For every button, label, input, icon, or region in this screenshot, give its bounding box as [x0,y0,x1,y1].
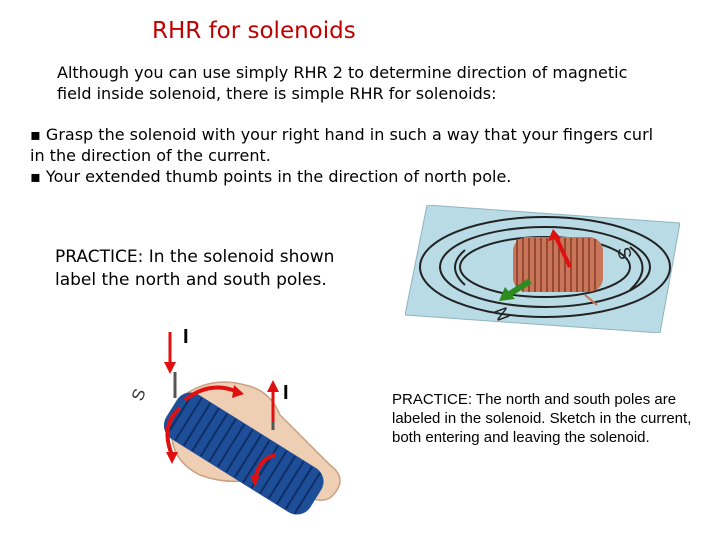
bullet-grasp: ▪ Grasp the solenoid with your right han… [30,125,654,165]
practice-one-text: PRACTICE: In the solenoid shown label th… [55,247,335,290]
intro-paragraph: Although you can use simply RHR 2 to det… [57,63,628,103]
blue-coil [163,392,324,515]
current-out-label: I [283,382,289,404]
current-in-label: I [183,326,189,348]
current-arrow-icon [553,234,572,268]
pole-s-label: S [613,245,635,262]
pole-n-label: N [490,305,513,324]
practice-two-text: PRACTICE: The north and south poles are … [392,391,692,446]
north-arrow-icon [506,278,532,298]
curl-arrow-left-icon [165,406,182,456]
field-lines [419,216,671,318]
solenoid-field-figure: S N [405,205,680,333]
hand-solenoid-figure: S [130,332,341,515]
copper-coil [513,237,603,306]
bullet-thumb: ▪ Your extended thumb points in the dire… [30,167,512,186]
bullet-list: ▪ Grasp the solenoid with your right han… [30,124,670,187]
slide-title: RHR for solenoids [152,18,356,44]
pole-s-label-bottom: S [130,386,150,403]
